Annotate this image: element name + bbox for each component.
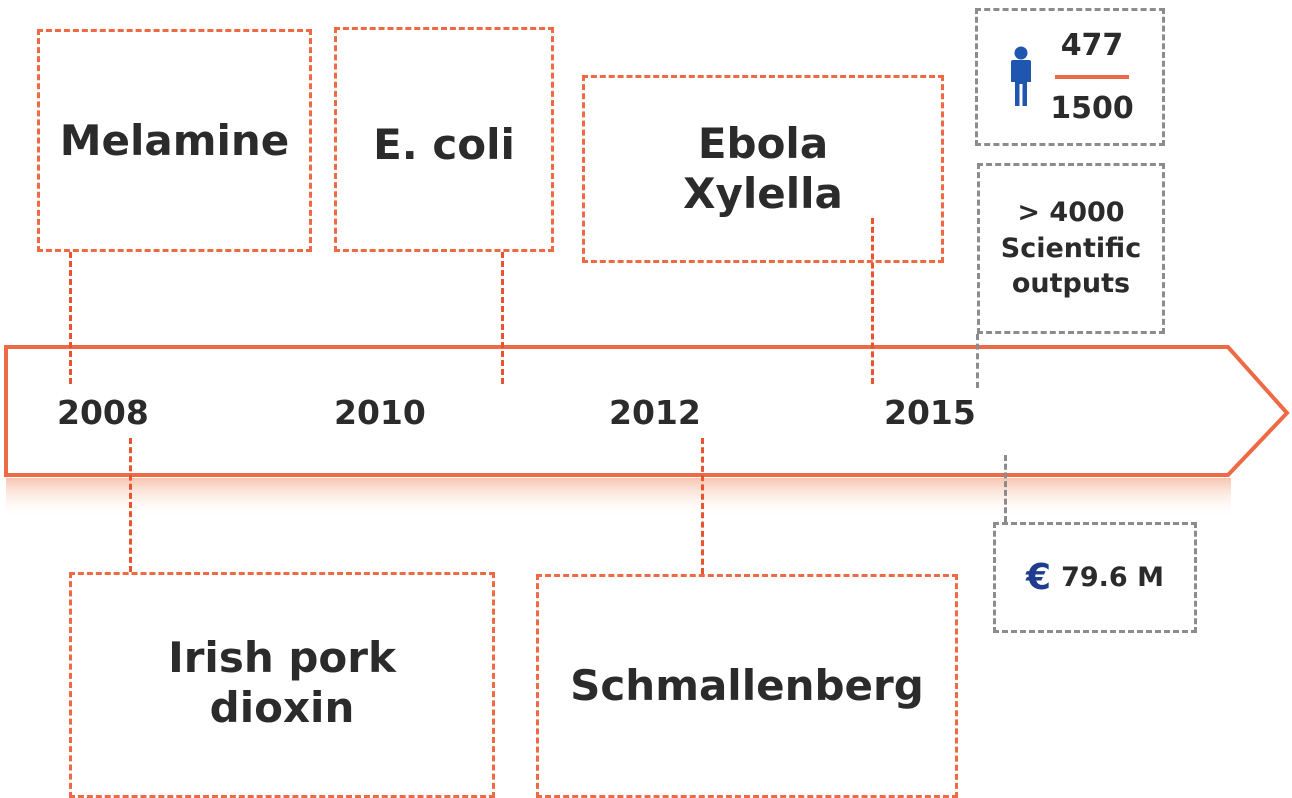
connector-budget <box>1004 455 1007 522</box>
event-label-ecoli: E. coli <box>373 120 515 169</box>
event-box-irish-pork-dioxin: Irish pork dioxin <box>69 572 495 798</box>
stat-box-budget: € 79.6 M <box>993 522 1197 633</box>
stat-staff-divider <box>1055 75 1129 79</box>
stat-box-staff: 477 1500 <box>975 8 1165 146</box>
stat-outputs-label-1: Scientific <box>1000 232 1142 264</box>
event-label-ebola: Ebola <box>697 119 829 169</box>
event-box-melamine: Melamine <box>37 29 312 252</box>
connector-ebola <box>871 218 874 384</box>
event-box-ebola-xylella: Ebola Xylella <box>582 75 944 263</box>
stat-staff-top: 477 <box>1060 28 1124 63</box>
event-label-dioxin: dioxin <box>209 682 355 732</box>
euro-icon: € <box>1026 557 1052 598</box>
connector-ecoli <box>501 252 504 384</box>
stat-staff-bottom: 1500 <box>1050 91 1134 126</box>
person-icon <box>1011 46 1032 106</box>
event-box-schmallenberg: Schmallenberg <box>536 574 958 798</box>
connector-irish-pork <box>129 438 132 572</box>
event-label-xylella: Xylella <box>683 169 843 218</box>
stat-box-outputs: > 4000 Scientific outputs <box>977 163 1165 334</box>
year-label-2015: 2015 <box>884 393 976 432</box>
year-label-2008: 2008 <box>57 393 149 432</box>
stat-outputs-count: > 4000 <box>1017 197 1125 229</box>
stat-outputs-label-2: outputs <box>1011 268 1131 300</box>
event-label-melamine: Melamine <box>59 115 290 165</box>
event-box-ecoli: E. coli <box>334 27 554 252</box>
year-label-2010: 2010 <box>334 393 426 432</box>
year-label-2012: 2012 <box>609 393 701 432</box>
stat-budget-value: 79.6 M <box>1061 562 1164 593</box>
event-label-irish-pork: Irish pork <box>168 633 396 682</box>
connector-schmallenberg <box>701 438 704 574</box>
connector-melamine <box>69 252 72 384</box>
connector-outputs <box>976 334 979 388</box>
event-label-schmallenberg: Schmallenberg <box>570 661 924 711</box>
